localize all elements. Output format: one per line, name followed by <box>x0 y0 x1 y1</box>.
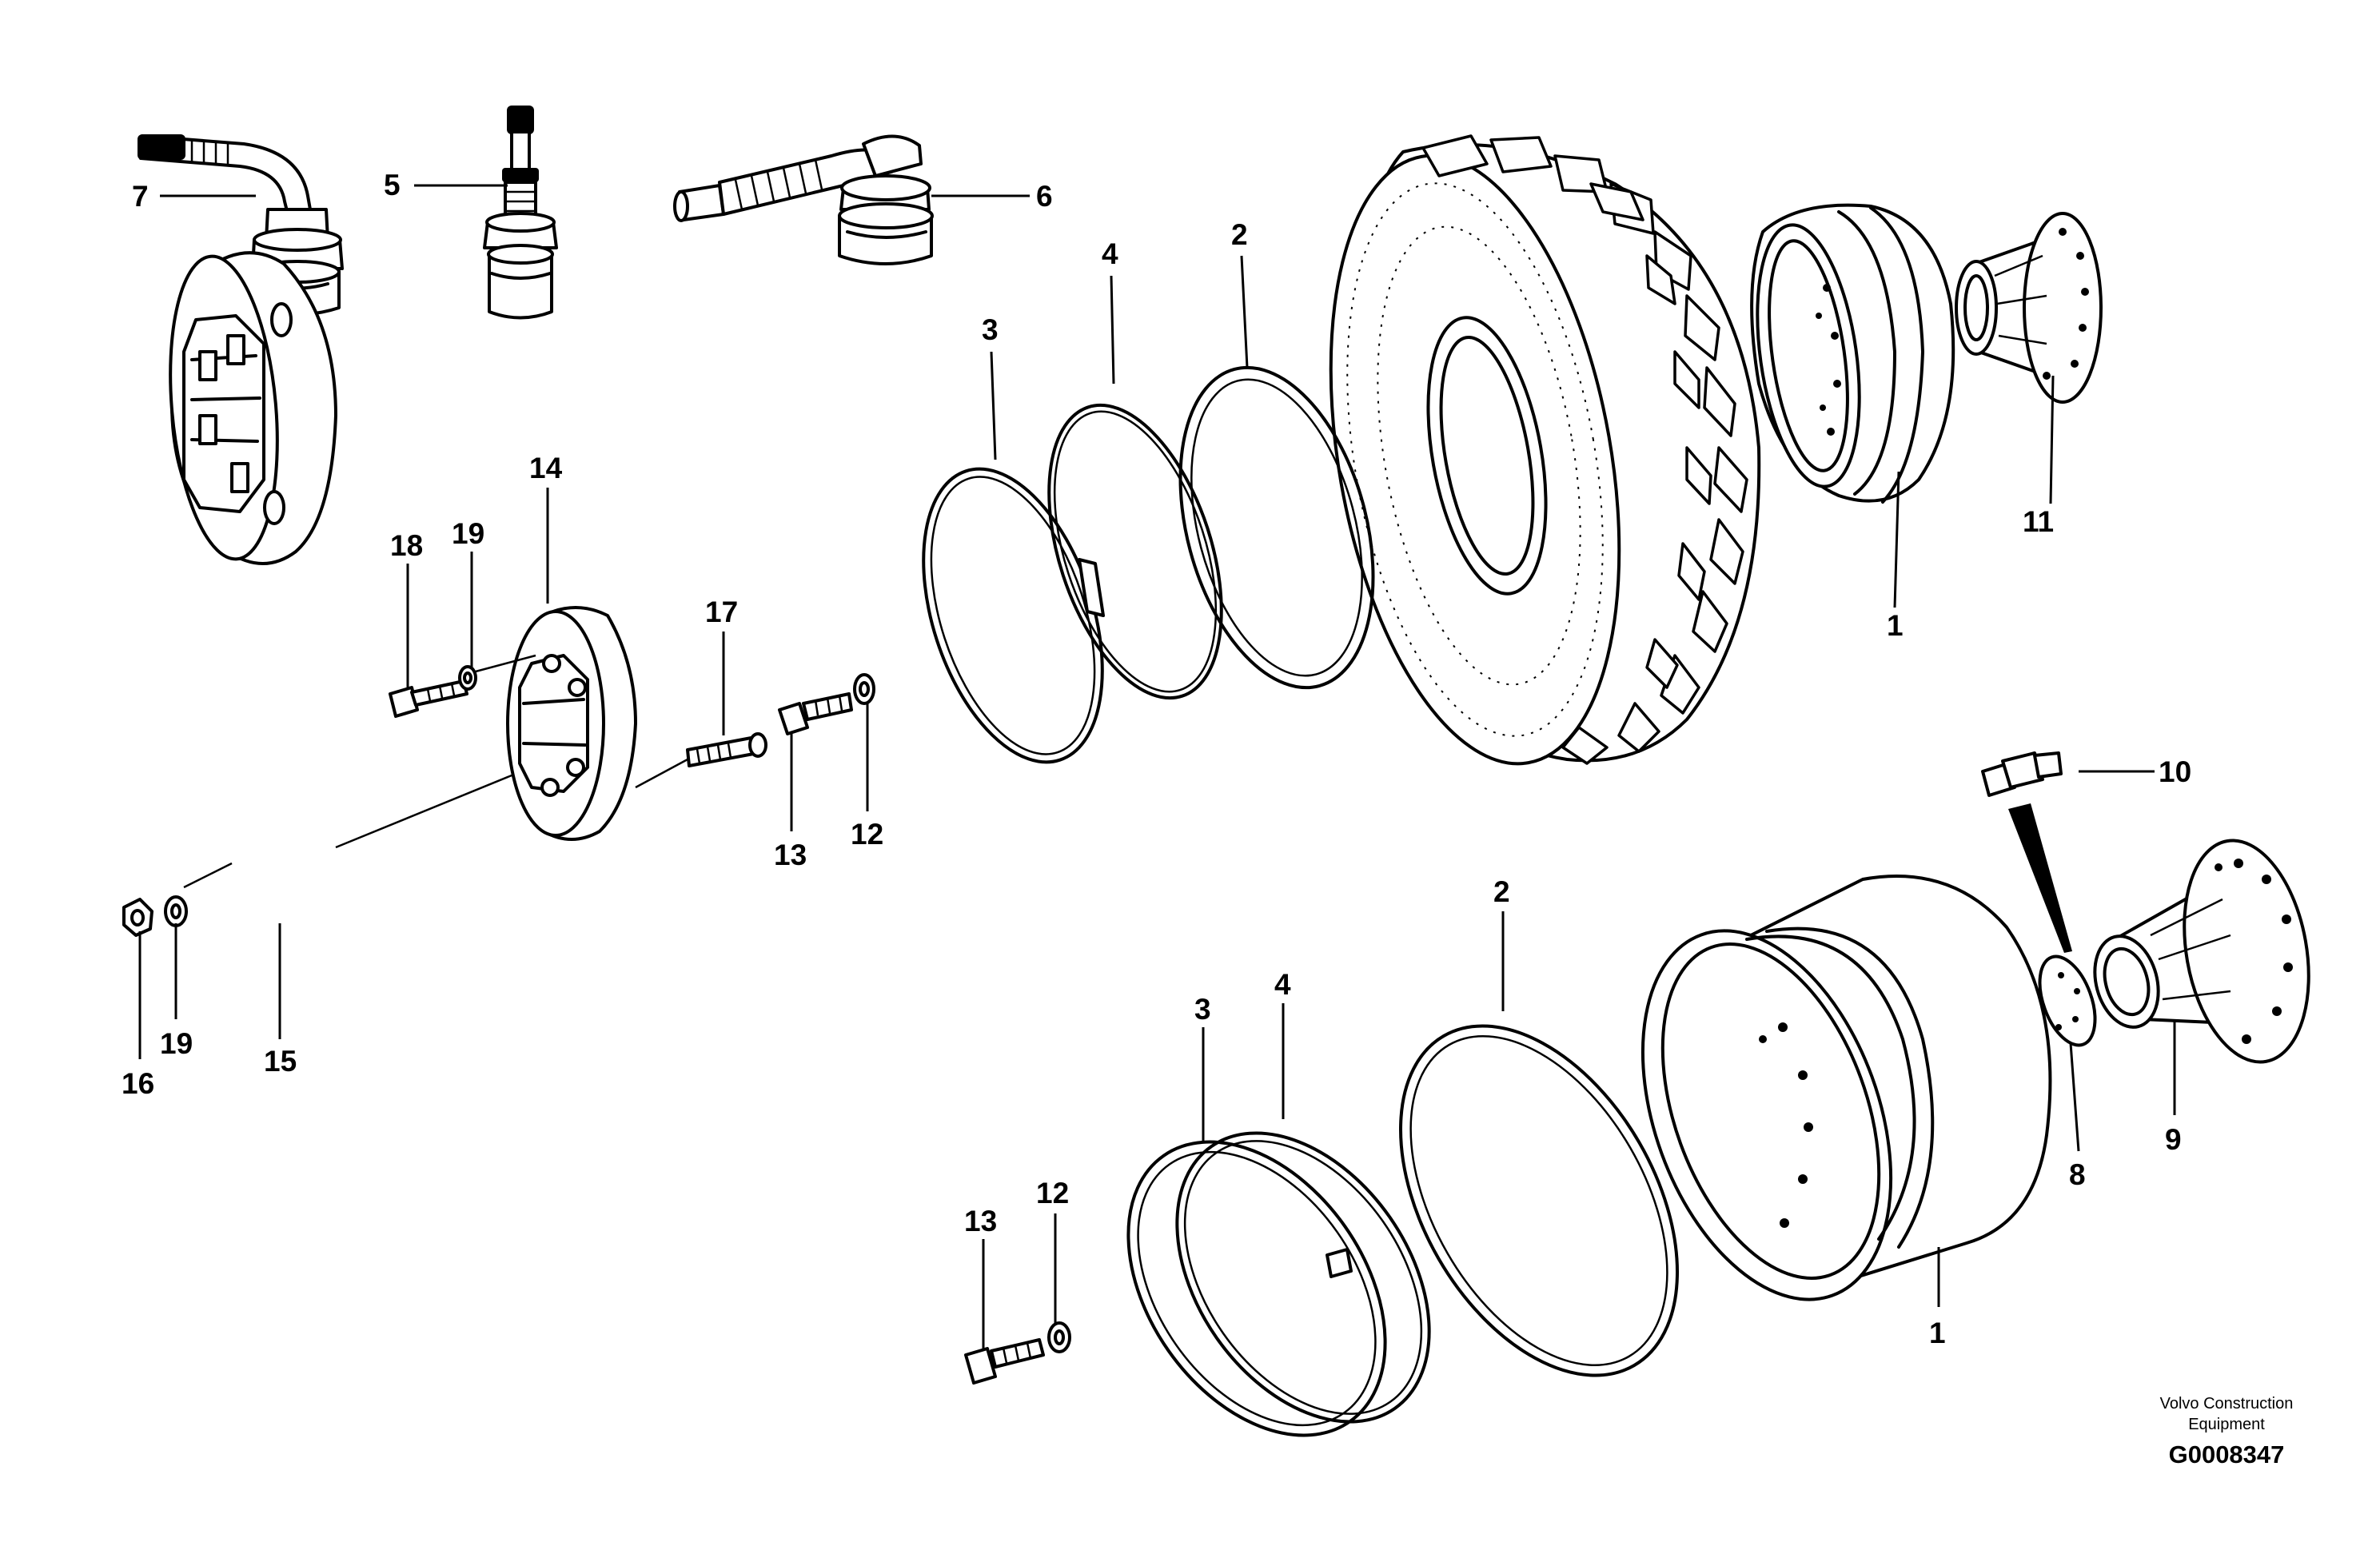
part-19-washer-lower <box>164 895 188 927</box>
callout-16: 16 <box>122 1067 154 1100</box>
part-13-bolt-lower <box>964 1338 1045 1385</box>
figure-id: G0008347 <box>2169 1440 2285 1468</box>
part-16-nut <box>122 898 153 937</box>
callout-1-upper: 1 <box>1887 609 1904 642</box>
part-1-rim-upper <box>1750 203 1955 504</box>
callout-9: 9 <box>2165 1123 2182 1156</box>
assembly-line-18-14 <box>475 654 536 673</box>
part-2-side-ring-upper <box>1178 365 1375 690</box>
credit-block: Volvo Construction Equipment G0008347 <box>2160 1395 2294 1468</box>
part-4-seal-ring-lower <box>1175 1131 1431 1424</box>
callout-3-upper: 3 <box>982 313 999 346</box>
part-6-long-bent-valve <box>673 134 934 265</box>
callout-7: 7 <box>132 180 149 213</box>
callout-18: 18 <box>390 529 423 562</box>
callout-13-lower: 13 <box>964 1205 997 1237</box>
callout-11: 11 <box>2023 505 2054 538</box>
callout-3-lower: 3 <box>1194 993 1211 1026</box>
callout-12-lower: 12 <box>1036 1177 1069 1209</box>
callout-19-lower: 19 <box>160 1027 193 1060</box>
part-4-seal-ring-upper <box>1047 403 1223 700</box>
part-18-bolt <box>389 679 468 718</box>
part-17-long-bolt <box>686 732 767 767</box>
part-11-hub-upper <box>1955 212 2103 404</box>
callout-14: 14 <box>529 452 563 484</box>
callout-1-lower: 1 <box>1929 1317 1946 1349</box>
callout-10: 10 <box>2159 755 2191 788</box>
callout-4-upper: 4 <box>1102 237 1118 270</box>
part-9-hub-lower <box>2093 839 2310 1064</box>
part-7-bent-valve <box>138 134 344 317</box>
callout-2-lower: 2 <box>1493 875 1510 908</box>
assembly-line-16-15 <box>183 862 233 889</box>
callout-5: 5 <box>384 169 401 201</box>
callout-19-upper: 19 <box>452 517 484 550</box>
callout-2-upper: 2 <box>1231 218 1248 251</box>
credit-company-line2: Equipment <box>2188 1416 2265 1433</box>
part-1-rim-lower <box>1640 875 2052 1301</box>
callout-6: 6 <box>1036 180 1053 213</box>
callout-15: 15 <box>264 1045 297 1078</box>
part-15-adapter <box>169 251 337 565</box>
part-3-lock-ring-lower <box>1126 1140 1387 1437</box>
part-5-straight-valve <box>483 106 558 320</box>
assembly-line-14-17 <box>635 758 688 789</box>
part-12-washer-lower <box>1047 1321 1071 1353</box>
part-13-bolt-upper <box>778 692 853 735</box>
callout-12-upper: 12 <box>851 818 883 851</box>
part-19-washer-upper <box>458 665 477 691</box>
credit-company: Volvo Construction <box>2160 1395 2294 1413</box>
callout-8: 8 <box>2069 1158 2086 1191</box>
callout-4-lower: 4 <box>1274 968 1291 1001</box>
part-14-spacer <box>506 606 637 841</box>
callout-13-upper: 13 <box>774 839 807 871</box>
part-2-side-ring-lower <box>1398 1024 1680 1377</box>
part-10-plug <box>1981 751 2072 953</box>
assembly-line-15-14 <box>335 774 512 849</box>
callout-labels: 7 5 6 3 4 2 11 1 14 18 19 17 13 12 15 16… <box>122 169 2191 1349</box>
part-12-washer-upper <box>853 673 875 705</box>
tyre <box>1329 134 1761 766</box>
callout-17: 17 <box>705 596 738 628</box>
part-8-shim <box>2038 954 2097 1047</box>
leader-lines <box>138 184 2176 1351</box>
